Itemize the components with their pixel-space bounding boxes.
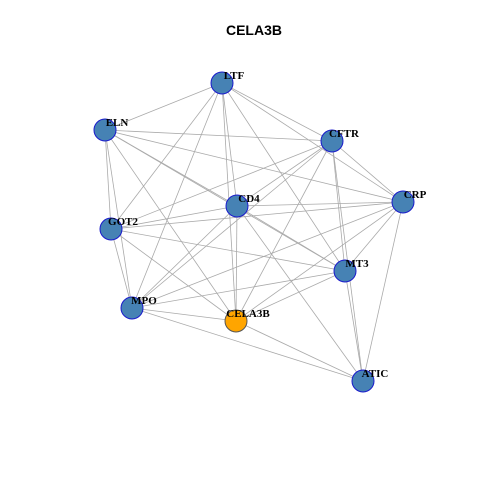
node-circle-crp xyxy=(391,190,415,214)
edge-cftr-mpo xyxy=(131,140,333,309)
edge-crp-got2 xyxy=(110,201,404,230)
node-label-crp: CRP xyxy=(404,189,427,201)
node-cela3b: CELA3B xyxy=(224,308,270,333)
edge-mpo-cela3b xyxy=(131,307,237,322)
edge-ltf-cd4 xyxy=(221,82,238,207)
node-atic: ATIC xyxy=(351,368,389,393)
node-circle-atic xyxy=(351,369,375,393)
node-circle-cela3b xyxy=(224,309,248,333)
edge-mt3-mpo xyxy=(131,270,346,309)
edge-ltf-got2 xyxy=(110,82,223,230)
edge-cela3b-atic xyxy=(235,320,364,382)
edge-cd4-got2 xyxy=(110,205,238,230)
edge-eln-cftr xyxy=(104,129,333,142)
edge-eln-cela3b xyxy=(104,129,237,322)
edge-cd4-cela3b xyxy=(235,205,238,322)
edge-cftr-cela3b xyxy=(235,140,333,322)
node-eln: ELN xyxy=(93,117,129,142)
node-label-mt3: MT3 xyxy=(345,258,369,270)
edge-crp-cd4 xyxy=(236,201,404,207)
edge-eln-mpo xyxy=(104,129,133,309)
edge-got2-mpo xyxy=(110,228,133,309)
node-cd4: CD4 xyxy=(225,193,260,218)
node-label-got2: GOT2 xyxy=(108,216,138,228)
edge-cftr-cd4 xyxy=(236,140,333,207)
node-mt3: MT3 xyxy=(333,258,369,283)
node-label-cela3b: CELA3B xyxy=(226,308,270,320)
node-circle-ltf xyxy=(210,71,234,95)
edge-cd4-atic xyxy=(236,205,364,382)
edge-mt3-cela3b xyxy=(235,270,346,322)
edge-eln-mt3 xyxy=(104,129,346,272)
edge-mpo-atic xyxy=(131,307,364,382)
edge-crp-mpo xyxy=(131,201,404,309)
edge-layer xyxy=(104,82,404,382)
node-circle-got2 xyxy=(99,217,123,241)
edge-ltf-eln xyxy=(104,82,223,131)
node-circle-cftr xyxy=(320,129,344,153)
node-circle-mt3 xyxy=(333,259,357,283)
node-circle-mpo xyxy=(120,296,144,320)
edge-crp-atic xyxy=(362,201,404,382)
node-cftr: CFTR xyxy=(320,128,360,153)
node-label-mpo: MPO xyxy=(131,295,157,307)
edge-ltf-crp xyxy=(221,82,404,203)
edge-eln-crp xyxy=(104,129,404,203)
edge-crp-cela3b xyxy=(235,201,404,322)
edge-ltf-cftr xyxy=(221,82,333,142)
node-circle-cd4 xyxy=(225,194,249,218)
node-circle-eln xyxy=(93,118,117,142)
node-got2: GOT2 xyxy=(99,216,138,241)
edge-cftr-got2 xyxy=(110,140,333,230)
node-label-cftr: CFTR xyxy=(329,128,360,140)
graph-title: CELA3B xyxy=(226,22,282,38)
node-label-eln: ELN xyxy=(106,117,129,129)
node-crp: CRP xyxy=(391,189,427,214)
edge-eln-got2 xyxy=(104,129,112,230)
edge-ltf-mpo xyxy=(131,82,223,309)
edge-got2-mt3 xyxy=(110,228,346,272)
node-ltf: LTF xyxy=(210,70,245,95)
node-label-ltf: LTF xyxy=(224,70,245,82)
node-label-cd4: CD4 xyxy=(238,193,260,205)
node-mpo: MPO xyxy=(120,295,157,320)
edge-mt3-atic xyxy=(344,270,364,382)
edge-ltf-mt3 xyxy=(221,82,346,272)
node-label-atic: ATIC xyxy=(362,368,389,380)
edge-cftr-mt3 xyxy=(331,140,346,272)
edge-crp-mt3 xyxy=(344,201,404,272)
edge-cd4-mpo xyxy=(131,205,238,309)
edge-cftr-crp xyxy=(331,140,404,203)
edge-got2-cela3b xyxy=(110,228,237,322)
edge-cd4-mt3 xyxy=(236,205,346,272)
